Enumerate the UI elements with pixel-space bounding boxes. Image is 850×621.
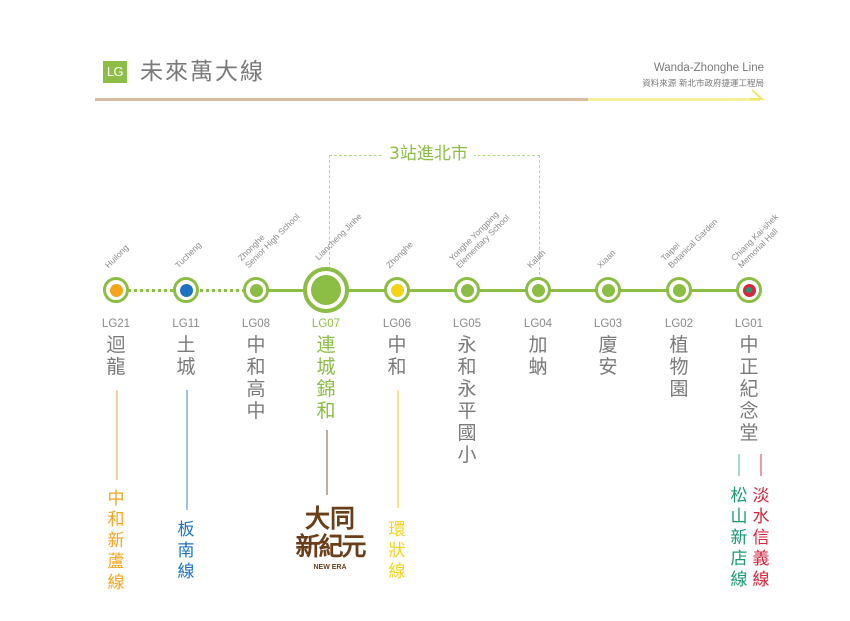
connector-line-tamsui <box>760 454 762 476</box>
station-en-name: Xiaan <box>594 247 618 270</box>
station-en-name: Tucheng <box>172 239 204 270</box>
station-code: LG06 <box>382 318 412 330</box>
station-dot-icon <box>601 283 615 297</box>
station-node-lg02 <box>666 277 692 303</box>
station-zh-name: 廈安 <box>598 334 618 378</box>
station-dot-icon <box>742 283 756 297</box>
station-node-lg04 <box>525 277 551 303</box>
station-dot-icon <box>460 283 474 297</box>
station-dot-icon <box>179 283 193 297</box>
station-inner-dot-icon <box>746 287 752 293</box>
transfer-tamsui-xinyi-line: 淡水信義線 <box>752 486 770 590</box>
station-code: LG11 <box>172 318 200 330</box>
station-code: LG03 <box>593 318 623 330</box>
header-rule-right <box>588 98 760 101</box>
station-dot-icon <box>311 275 341 305</box>
station-code: LG01 <box>734 318 764 330</box>
brand-line3: NEW ERA <box>313 564 347 571</box>
taipei-section-label: 3站進北市 <box>383 143 474 165</box>
station-zh-name: 土城 <box>176 334 196 378</box>
station-zh-name: 迴龍 <box>106 334 126 378</box>
station-en-name: Huilong <box>102 242 131 270</box>
connector-line-lg06 <box>397 390 399 508</box>
station-node-lg06 <box>384 277 410 303</box>
header-rule-left <box>95 98 588 101</box>
brand-line2: 新紀元 <box>295 532 366 561</box>
brand-line1: 大同 <box>304 504 355 533</box>
datong-new-era-logo: 大同 新紀元 NEW ERA <box>290 505 370 575</box>
station-zh-name: 加蚋 <box>528 334 548 378</box>
station-zh-name: 中正紀念堂 <box>739 334 759 444</box>
station-dot-icon <box>390 283 404 297</box>
station-dot-icon <box>109 283 123 297</box>
station-node-lg01 <box>736 277 762 303</box>
connector-line-lg21 <box>116 390 118 480</box>
station-dot-icon <box>249 283 263 297</box>
arrow-right-icon <box>750 89 765 100</box>
station-zh-name: 連城錦和 <box>316 334 336 422</box>
station-node-lg08 <box>243 277 269 303</box>
station-node-lg05 <box>454 277 480 303</box>
station-node-lg03 <box>595 277 621 303</box>
station-zh-name: 中和 <box>387 334 407 378</box>
transfer-songshan-xindian-line: 松山新店線 <box>730 486 748 590</box>
station-node-lg21 <box>103 277 129 303</box>
station-zh-name: 植物園 <box>669 334 689 400</box>
connector-line-lg07 <box>326 430 328 495</box>
station-code: LG07 <box>311 318 341 330</box>
station-code: LG05 <box>452 318 482 330</box>
station-dot-icon <box>531 283 545 297</box>
station-zh-name: 中和高中 <box>246 334 266 422</box>
english-title: Wanda-Zhonghe Line <box>653 62 764 74</box>
transfer-bannan-line: 板南線 <box>177 520 195 582</box>
track-main-segment <box>255 289 755 292</box>
connector-line-lg11 <box>186 390 188 510</box>
transfer-zhonghe-xinlu-line: 中和新蘆線 <box>107 489 125 593</box>
station-node-lg11 <box>173 277 199 303</box>
transfer-circular-line: 環狀線 <box>388 520 406 582</box>
station-dot-icon <box>672 283 686 297</box>
line-badge: LG <box>103 61 127 83</box>
station-code: LG04 <box>523 318 553 330</box>
station-code: LG02 <box>664 318 694 330</box>
connector-line-songshan <box>738 454 740 476</box>
station-node-lg07 <box>303 267 349 313</box>
station-code: LG08 <box>241 318 271 330</box>
station-code: LG21 <box>101 318 131 330</box>
page-title: 未來萬大線 <box>140 59 265 85</box>
data-source: 資料來源 新北市政府捷運工程局 <box>642 79 764 89</box>
station-zh-name: 永和永平國小 <box>457 334 477 466</box>
